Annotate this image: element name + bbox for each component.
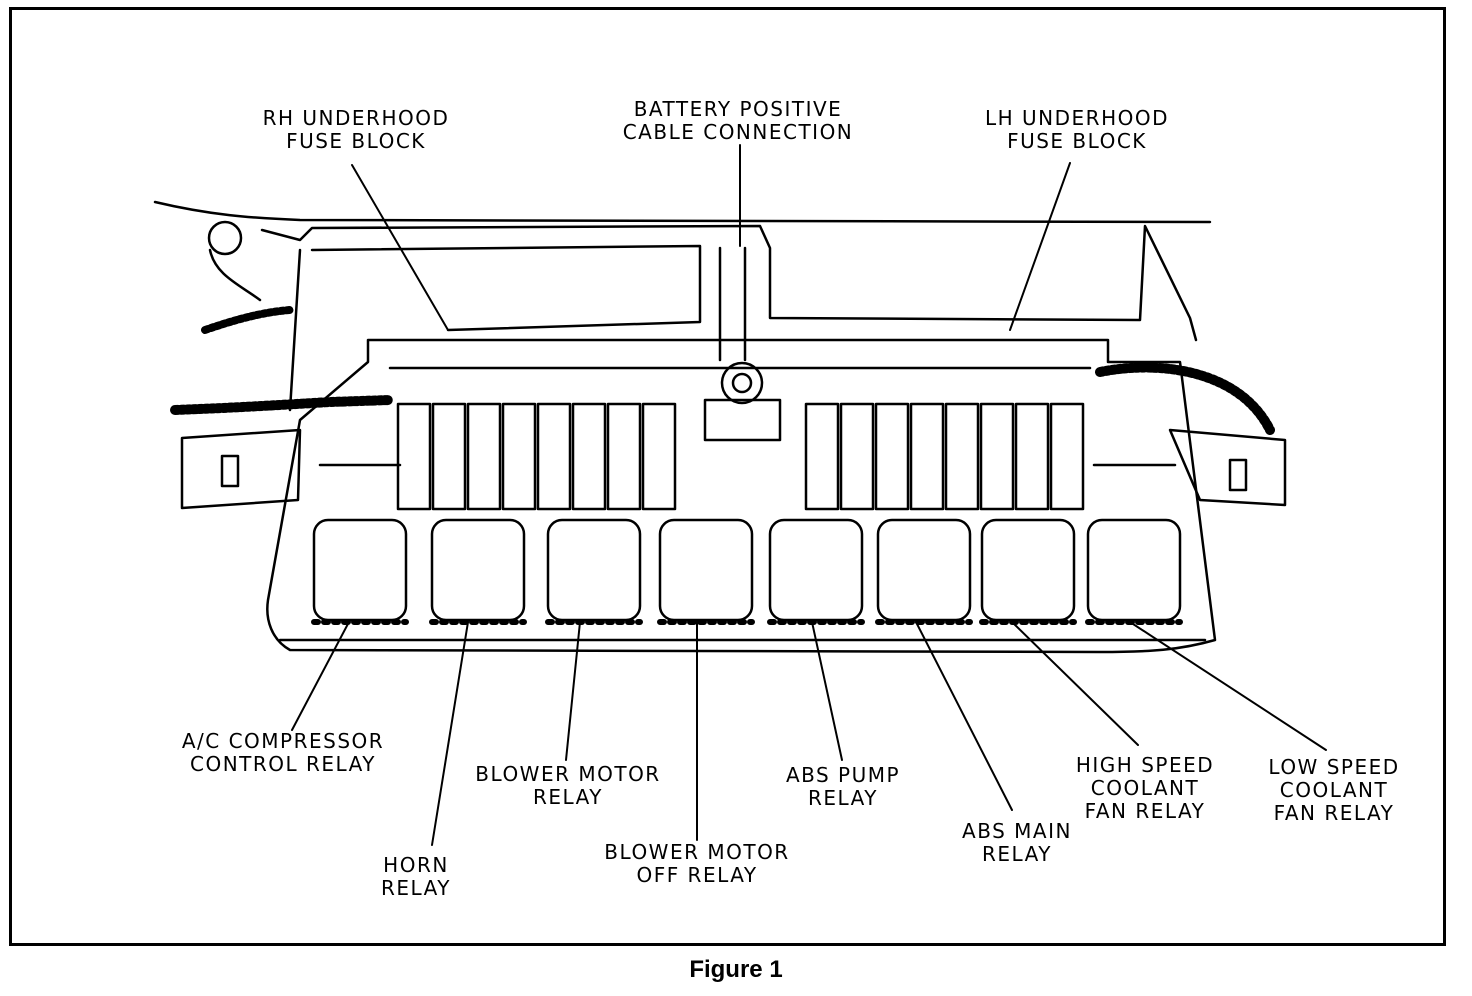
left-cable [170,395,395,415]
battery-base [703,398,782,442]
figure-frame [9,7,1446,946]
battery-terminal-nut [731,372,753,394]
fuse-row-left [396,402,677,511]
fuse-row-right [804,402,1085,511]
left-cable-2 [201,306,294,334]
battery-terminal [720,361,764,405]
relay-row [311,463,1183,625]
left-bracket-slot [220,454,240,488]
hood-grommet [207,220,243,256]
figure-caption: Figure 1 [689,956,783,983]
battery-post [718,246,747,362]
cover-rim [288,244,702,412]
housing-outline [266,338,1217,654]
left-bracket [180,428,302,510]
hood-edge [153,200,1212,224]
right-cable [1095,362,1275,435]
right-bracket-slot [1228,458,1248,492]
right-bracket [1168,428,1287,507]
cover-outline [260,224,1198,342]
hood-wire [208,248,262,302]
leader-lines [291,144,1327,846]
